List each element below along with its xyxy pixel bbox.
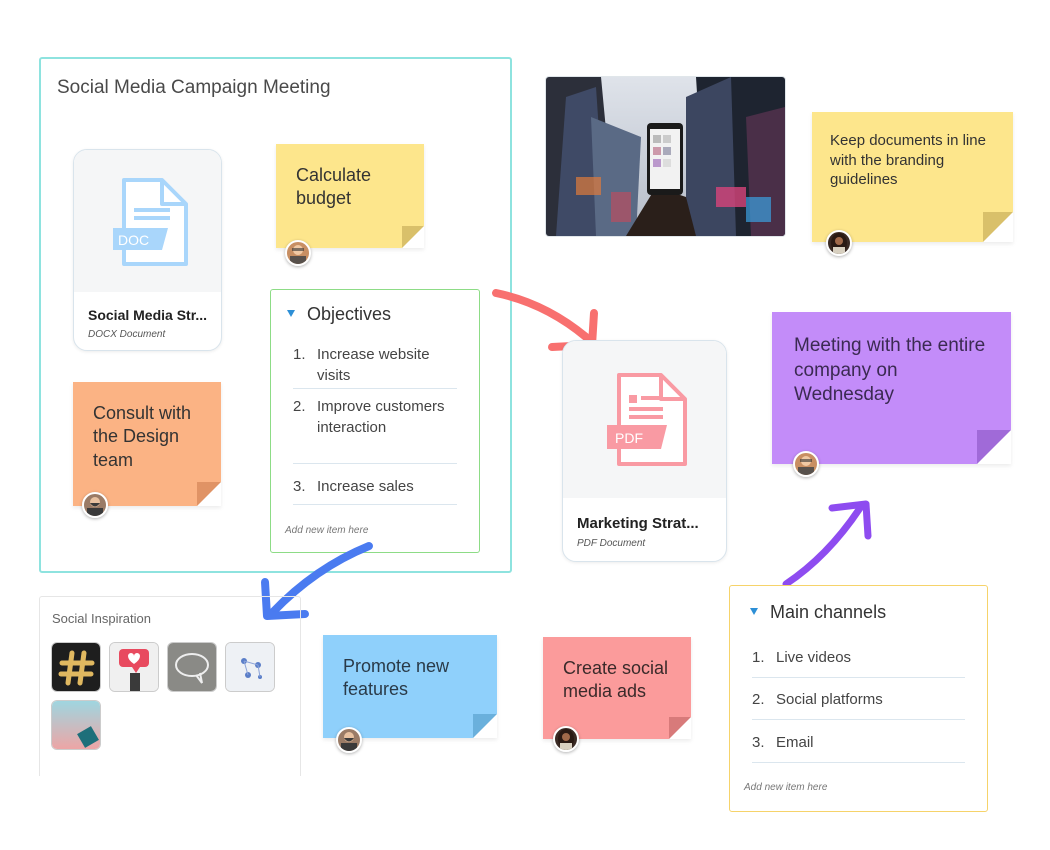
sticky-note-ads[interactable]: Create social media ads [543, 637, 691, 739]
doc-card-social-media[interactable]: DOC Social Media Str... DOCX Document [73, 149, 222, 351]
list-item[interactable]: 1.Live videos [752, 647, 965, 678]
thumb-phone-sky[interactable] [51, 700, 101, 750]
sticky-note-branding[interactable]: Keep documents in line with the branding… [812, 112, 1013, 242]
group-title: Social Media Campaign Meeting [57, 77, 331, 98]
list-main-channels[interactable]: Main channels 1.Live videos 2.Social pla… [729, 585, 988, 812]
add-item-link[interactable]: Add new item here [285, 525, 369, 536]
list-title: Main channels [750, 602, 886, 623]
sticky-fold [402, 226, 424, 248]
collapse-triangle-icon[interactable] [750, 607, 758, 615]
avatar[interactable] [826, 230, 852, 256]
sticky-text: Keep documents in line with the branding… [830, 132, 986, 188]
photo-city-phone[interactable] [545, 76, 786, 237]
avatar[interactable] [82, 492, 108, 518]
sticky-fold [473, 714, 497, 738]
sticky-text: Consult with the Design team [93, 403, 192, 470]
arrow-purple[interactable] [778, 496, 878, 596]
doc-name: Social Media Str... [88, 307, 208, 323]
sticky-text: Create social media ads [563, 658, 669, 702]
group-frame[interactable]: Social Media Campaign Meeting [39, 57, 512, 573]
doc-card-marketing[interactable]: PDF Marketing Strat... PDF Document [562, 340, 727, 562]
pdf-badge: PDF [615, 430, 643, 446]
pdf-file-icon: PDF [607, 373, 687, 466]
avatar[interactable] [553, 726, 579, 752]
sticky-fold [197, 482, 221, 506]
doc-file-icon: DOC [113, 178, 188, 266]
doc-type: DOCX Document [88, 329, 166, 340]
doc-preview: PDF [563, 341, 726, 498]
sticky-fold [977, 430, 1011, 464]
sticky-note-features[interactable]: Promote new features [323, 635, 497, 738]
board-title: Social Inspiration [52, 611, 151, 626]
sticky-text: Calculate budget [296, 165, 372, 209]
avatar[interactable] [793, 451, 819, 477]
thumb-hashtag[interactable] [51, 642, 101, 692]
list-item[interactable]: 1.Increase website visits [293, 344, 457, 389]
list-item[interactable]: 3.Increase sales [293, 476, 457, 505]
add-item-link[interactable]: Add new item here [744, 782, 828, 793]
collapse-triangle-icon[interactable] [287, 309, 295, 317]
thumb-likes[interactable] [109, 642, 159, 692]
doc-badge: DOC [118, 232, 149, 248]
doc-preview: DOC [74, 150, 221, 292]
list-item[interactable]: 2.Social platforms [752, 689, 965, 720]
sticky-note-design[interactable]: Consult with the Design team [73, 382, 221, 506]
avatar[interactable] [285, 240, 311, 266]
sticky-fold [669, 717, 691, 739]
sticky-text: Meeting with the entire company on Wedne… [794, 335, 986, 406]
social-inspiration-board[interactable]: Social Inspiration [39, 596, 301, 776]
sticky-text: Promote new features [343, 656, 450, 700]
list-item[interactable]: 2.Improve customers interaction [293, 396, 457, 464]
list-title: Objectives [287, 304, 391, 325]
sticky-fold [983, 212, 1013, 242]
thumb-speech-bubble[interactable] [167, 642, 217, 692]
list-objectives[interactable]: Objectives 1.Increase website visits 2.I… [270, 289, 480, 553]
arrow-blue[interactable] [255, 538, 380, 623]
list-item[interactable]: 3.Email [752, 732, 965, 763]
doc-name: Marketing Strat... [577, 515, 699, 532]
sticky-note-budget[interactable]: Calculate budget [276, 144, 424, 248]
sticky-note-meeting[interactable]: Meeting with the entire company on Wedne… [772, 312, 1011, 464]
thumb-network[interactable] [225, 642, 275, 692]
doc-type: PDF Document [577, 538, 646, 549]
avatar[interactable] [336, 727, 362, 753]
